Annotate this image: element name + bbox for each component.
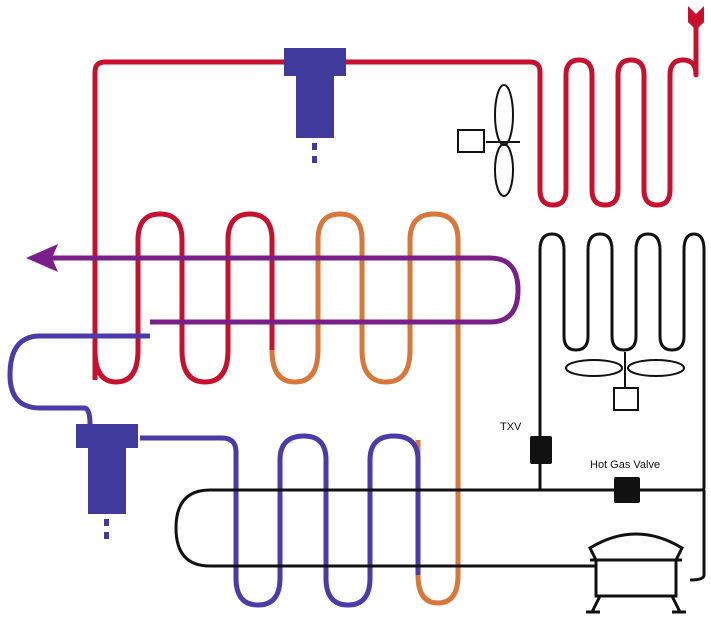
purple-suction-line: [50, 255, 521, 325]
red-discharge-line: [92, 20, 699, 380]
compressor-icon: [586, 532, 686, 614]
orange-coil: [269, 211, 461, 606]
fan-icon: [565, 352, 685, 388]
txv-label: TXV: [500, 421, 522, 433]
motor-icon: [613, 387, 639, 411]
fan-icon: [486, 84, 520, 197]
txv-valve-icon[interactable]: [530, 436, 552, 464]
motor-icon: [457, 129, 485, 153]
accumulator-icon: [76, 424, 138, 539]
arrow-left-icon: [26, 244, 58, 272]
oil-separator-icon: [284, 48, 346, 163]
red-coil: [92, 211, 275, 385]
hot-gas-valve-label: Hot Gas Valve: [590, 459, 660, 471]
hot-gas-valve-icon[interactable]: [614, 477, 640, 503]
arrow-down-icon: [688, 6, 704, 30]
blue-line: [7, 333, 421, 608]
